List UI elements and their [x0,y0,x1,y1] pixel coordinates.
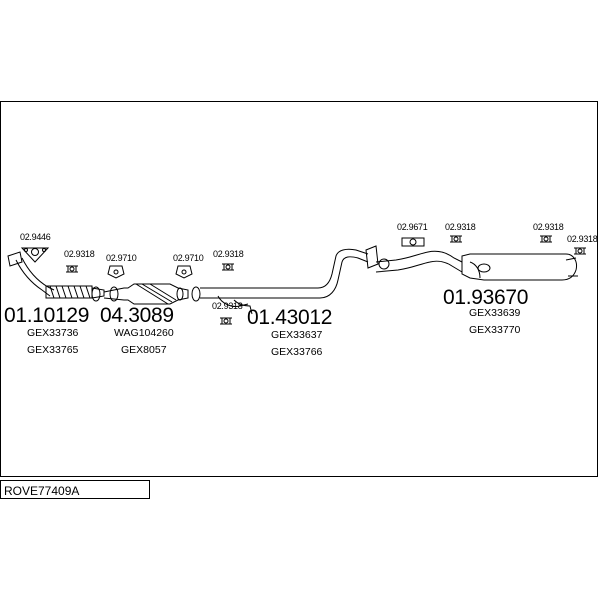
gasket-label: 02.9671 [397,222,428,232]
clamp-label: 02.9710 [173,253,204,263]
gasket-label: 02.9446 [20,232,51,242]
rubber-hanger-icon [66,265,78,273]
flange-gasket-icon [20,247,50,263]
front-pipe-ref: GEX33736 [27,327,79,339]
hanger-label: 02.9318 [64,249,95,259]
rubber-hanger-icon [220,317,232,325]
pipe-clamp-icon [91,286,119,302]
rear-silencer-ref: GEX33770 [469,324,521,336]
middle-pipe-part [191,245,379,315]
clamp-label: 02.9710 [106,253,137,263]
rubber-hanger-icon [574,247,586,255]
rear-silencer-ref: GEX33639 [469,307,521,319]
middle-pipe-ref: GEX33766 [271,346,323,358]
hanger-label: 02.9318 [567,234,598,244]
catalyst-ref: GEX8057 [121,344,167,356]
rear-silencer-number: 01.93670 [443,286,529,309]
hanger-label: 02.9318 [445,222,476,232]
diagram-frame [0,101,598,477]
catalyst-ref: WAG104260 [114,327,174,339]
rubber-hanger-icon [540,235,552,243]
front-pipe-number: 01.10129 [4,304,90,327]
diagram-id-box: ROVE77409A [0,480,150,499]
rear-silencer-part [375,250,578,281]
middle-pipe-number: 01.43012 [247,306,333,329]
catalyst-number: 04.3089 [100,304,174,327]
rubber-hanger-icon [222,263,234,271]
catalytic-converter-part [103,283,189,305]
hanger-label: 02.9318 [213,249,244,259]
gasket-icon [378,237,425,270]
clamp-icon [175,265,193,279]
middle-pipe-ref: GEX33637 [271,329,323,341]
rubber-hanger-icon [450,235,462,243]
front-pipe-ref: GEX33765 [27,344,79,356]
hanger-label: 02.9318 [212,301,243,311]
clamp-icon [107,265,125,279]
hanger-label: 02.9318 [533,222,564,232]
